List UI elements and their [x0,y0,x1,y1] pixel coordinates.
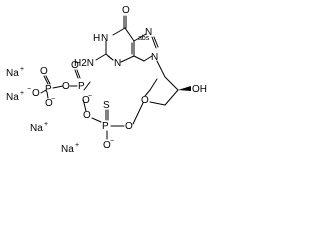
sodium-ion-3-charge: + [44,121,48,128]
atom-beta-double-oxygen: O [71,60,79,71]
atom-5prime-oxygen: O [125,121,133,132]
sodium-ion-4-charge: + [75,142,79,149]
atom-ring-oxygen: O [141,95,149,106]
sodium-ion-4: Na [61,144,74,155]
atom-beta-oxygen-minus: O [82,95,90,106]
bond-layer [40,15,179,140]
sodium-ion-2-charge: + [20,90,24,97]
atom-bridge-oxygen-1: O [83,110,91,121]
atom-n3: N [114,58,121,69]
atom-alpha-oxygen-minus: O [103,140,111,151]
atom-n9: N [151,52,158,63]
sodium-ion-3: Na [30,123,43,134]
atom-gamma-oxygen-minus-2: O [45,98,53,109]
atom-carbonyl-oxygen: O [122,5,130,16]
atom-bridge-oxygen-2: O [62,81,70,92]
wedge-bond [178,86,191,91]
stereo-abs-label: abs [138,35,150,42]
atom-thio-sulfur: S [103,100,110,111]
atom-n1-hydrogen: H [93,33,100,44]
charge-gamma-oxygen-1: − [27,86,31,93]
atom-hydroxyl: OH [192,84,207,95]
atom-layer: O H N H2N N N N O OH O P S O − O P O − O… [27,5,207,151]
charge-beta-oxygen: − [88,93,92,100]
sodium-ion-1-charge: + [20,66,24,73]
charge-alpha-oxygen: − [110,138,114,145]
counterion-layer: Na + Na + Na + Na + [6,66,79,155]
atom-n7: N [145,27,152,38]
atom-n1: N [101,33,108,44]
molecule-structure: O H N H2N N N N O OH O P S O − O P O − O… [6,5,207,155]
atom-gamma-oxygen-minus-1: O [32,88,40,99]
atom-gamma-double-oxygen: O [40,66,48,77]
sodium-ion-1: Na [6,68,19,79]
atom-thio-phosphorus: P [102,121,109,132]
charge-gamma-oxygen-2: − [51,96,55,103]
sodium-ion-2: Na [6,92,19,103]
atom-amino-group: H2N [74,58,94,69]
atom-gamma-phosphorus: P [45,84,52,95]
atom-beta-phosphorus: P [78,81,85,92]
